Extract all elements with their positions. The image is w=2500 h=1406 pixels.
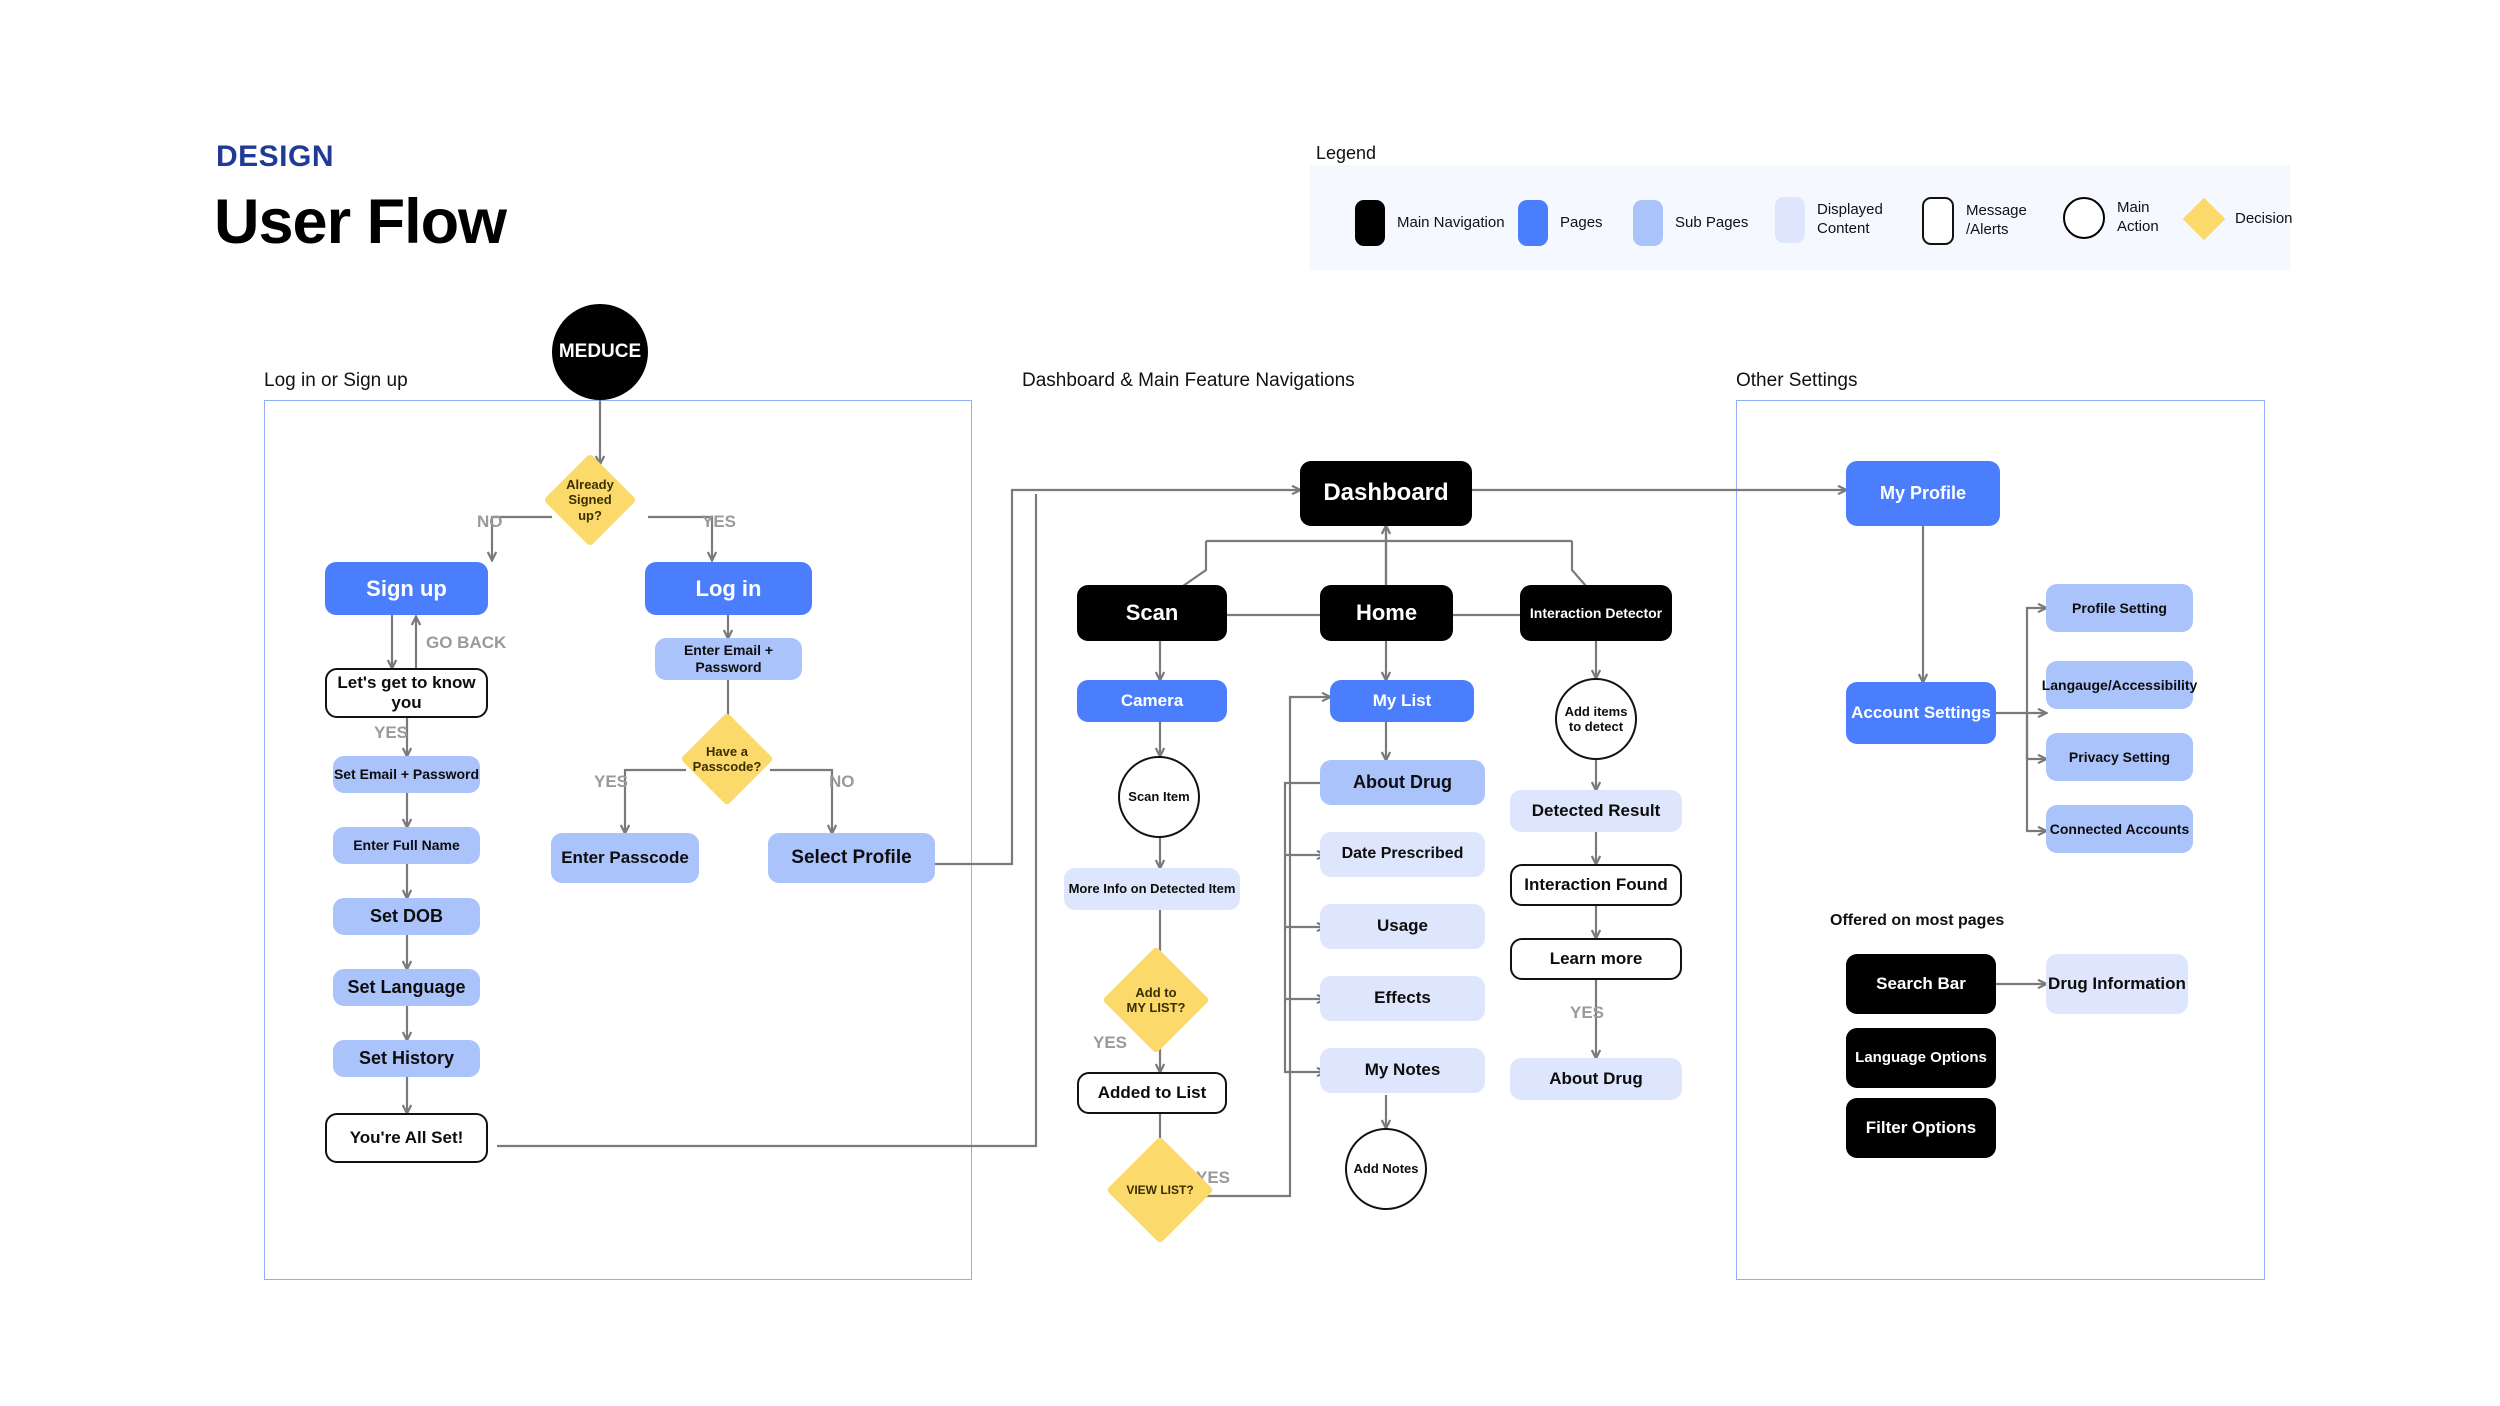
node-sign-up[interactable]: Sign up xyxy=(325,562,488,615)
brand-node-meduce[interactable]: MEDUCE xyxy=(552,304,648,400)
section-caption-settings: Other Settings xyxy=(1736,370,1858,391)
node-added-to-list[interactable]: Added to List xyxy=(1077,1072,1227,1114)
node-interaction-found[interactable]: Interaction Found xyxy=(1510,864,1682,906)
node-scan-item[interactable]: Scan Item xyxy=(1118,756,1200,838)
node-search-bar[interactable]: Search Bar xyxy=(1846,954,1996,1014)
edge-label-go-back: GO BACK xyxy=(426,633,507,652)
node-dashboard[interactable]: Dashboard xyxy=(1300,461,1472,526)
sub-pages-swatch-icon xyxy=(1633,200,1663,246)
node-more-info-on-detected-item[interactable]: More Info on Detected Item xyxy=(1064,868,1240,910)
node-youre-all-set[interactable]: You're All Set! xyxy=(325,1113,488,1163)
main-navigation-swatch-icon xyxy=(1355,200,1385,246)
node-connected-accounts[interactable]: Connected Accounts xyxy=(2046,805,2193,853)
node-about-drug[interactable]: About Drug xyxy=(1320,760,1485,805)
edge-label-yes-learn: YES xyxy=(1570,1003,1605,1022)
section-frame-settings xyxy=(1736,400,2265,1280)
node-set-history[interactable]: Set History xyxy=(333,1040,480,1077)
node-detected-result[interactable]: Detected Result xyxy=(1510,790,1682,832)
node-log-in[interactable]: Log in xyxy=(645,562,812,615)
edge-label-yes-passcode: YES xyxy=(594,772,629,791)
node-filter-options[interactable]: Filter Options xyxy=(1846,1098,1996,1158)
legend-item-label: Main Navigation xyxy=(1397,213,1505,231)
legend-item-label: Pages xyxy=(1560,213,1603,231)
node-my-notes[interactable]: My Notes xyxy=(1320,1048,1485,1093)
node-privacy-setting[interactable]: Privacy Setting xyxy=(2046,733,2193,781)
node-language-options[interactable]: Language Options xyxy=(1846,1028,1996,1088)
edge-label-yes-know: YES xyxy=(374,723,409,742)
node-date-prescribed[interactable]: Date Prescribed xyxy=(1320,832,1485,877)
legend-item-label: Sub Pages xyxy=(1675,213,1749,231)
node-enter-full-name[interactable]: Enter Full Name xyxy=(333,827,480,864)
displayed-content-swatch-icon xyxy=(1775,197,1805,243)
node-select-profile[interactable]: Select Profile xyxy=(768,833,935,883)
pages-swatch-icon xyxy=(1518,200,1548,246)
caption-offered-on-most-pages: Offered on most pages xyxy=(1830,912,2005,929)
node-account-settings[interactable]: Account Settings xyxy=(1846,682,1996,744)
decision-already-signed-up[interactable]: Already Signed up? xyxy=(543,453,637,547)
node-my-list[interactable]: My List xyxy=(1330,680,1474,722)
node-about-drug-interaction[interactable]: About Drug xyxy=(1510,1058,1682,1100)
node-interaction-detector[interactable]: Interaction Detector xyxy=(1520,585,1672,641)
legend-item-displayed-content: Displayed Content xyxy=(1775,197,1883,243)
legend-item-label: Decision xyxy=(2235,209,2293,227)
node-language-accessibility[interactable]: Langauge/Accessibility xyxy=(2042,661,2197,709)
edge-label-no-signup: NO xyxy=(477,512,503,531)
node-my-profile[interactable]: My Profile xyxy=(1846,461,2000,526)
node-add-items-to-detect[interactable]: Add items to detect xyxy=(1555,678,1637,760)
node-effects[interactable]: Effects xyxy=(1320,976,1485,1021)
legend-title: Legend xyxy=(1316,143,1377,163)
decision-swatch-icon xyxy=(2182,197,2226,241)
message-alerts-swatch-icon xyxy=(1922,197,1954,245)
legend-item-label: Message /Alerts xyxy=(1966,202,2027,238)
legend-item-pages: Pages xyxy=(1518,200,1603,246)
main-action-swatch-icon xyxy=(2063,197,2105,239)
node-enter-passcode[interactable]: Enter Passcode xyxy=(551,833,699,883)
legend-item-main-action: Main Action xyxy=(2063,197,2159,239)
node-camera[interactable]: Camera xyxy=(1077,680,1227,722)
page-kicker: DESIGN xyxy=(216,140,335,173)
node-learn-more[interactable]: Learn more xyxy=(1510,938,1682,980)
decision-have-a-passcode[interactable]: Have a Passcode? xyxy=(680,712,774,806)
section-caption-login: Log in or Sign up xyxy=(264,370,408,391)
node-drug-information[interactable]: Drug Information xyxy=(2046,954,2188,1014)
legend-item-sub-pages: Sub Pages xyxy=(1633,200,1748,246)
node-usage[interactable]: Usage xyxy=(1320,904,1485,949)
edge-label-yes-addlist: YES xyxy=(1093,1033,1128,1052)
legend-item-label: Displayed Content xyxy=(1817,201,1883,237)
legend-item-decision: Decision xyxy=(2182,197,2293,241)
decision-view-list[interactable]: VIEW LIST? xyxy=(1106,1136,1214,1244)
node-set-language[interactable]: Set Language xyxy=(333,969,480,1006)
section-caption-dashboard: Dashboard & Main Feature Navigations xyxy=(1022,370,1355,391)
node-enter-email-password[interactable]: Enter Email + Password xyxy=(655,638,802,680)
page-title: User Flow xyxy=(214,187,507,257)
node-set-email-password[interactable]: Set Email + Password xyxy=(333,756,480,793)
node-add-notes[interactable]: Add Notes xyxy=(1345,1128,1427,1210)
node-scan[interactable]: Scan xyxy=(1077,585,1227,641)
node-profile-setting[interactable]: Profile Setting xyxy=(2046,584,2193,632)
edge-label-yes-login: YES xyxy=(702,512,737,531)
legend-item-label: Main Action xyxy=(2117,199,2159,235)
decision-add-to-my-list[interactable]: Add to MY LIST? xyxy=(1102,946,1210,1054)
node-set-dob[interactable]: Set DOB xyxy=(333,898,480,935)
node-lets-get-to-know-you[interactable]: Let's get to know you xyxy=(325,668,488,718)
legend-item-message-alerts: Message /Alerts xyxy=(1922,197,2027,245)
node-home[interactable]: Home xyxy=(1320,585,1453,641)
legend-item-main-navigation: Main Navigation xyxy=(1355,200,1505,246)
edge-label-no-passcode: NO xyxy=(829,772,855,791)
